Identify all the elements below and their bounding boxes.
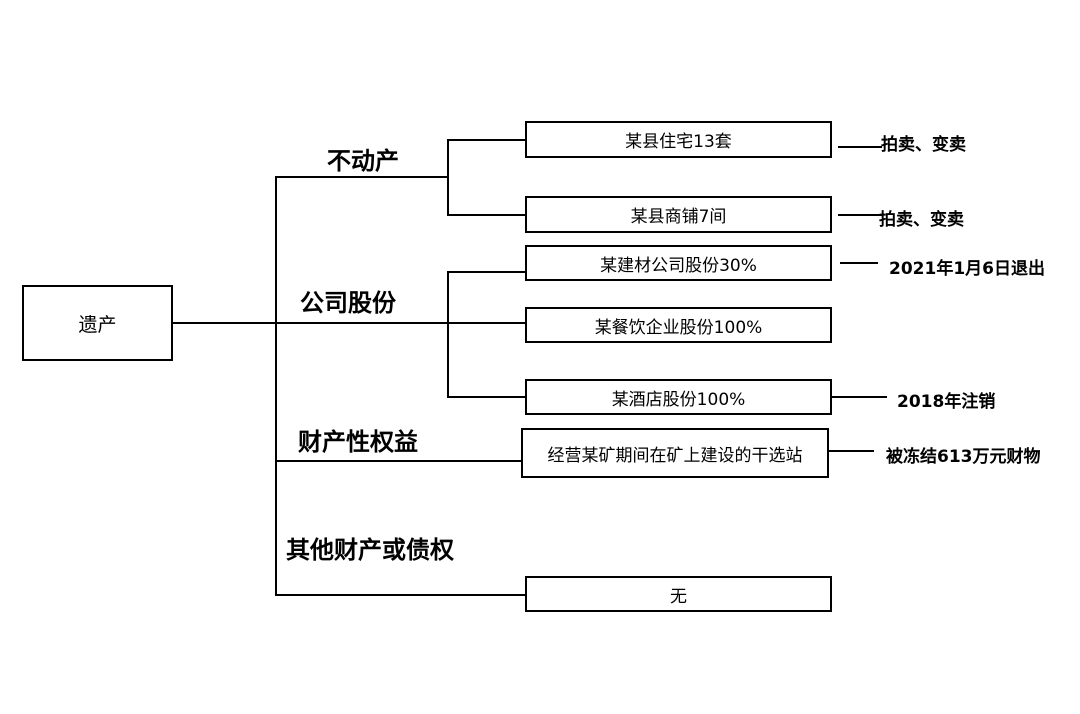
item-hotel: 某酒店股份100% — [525, 379, 832, 415]
root-node: 遗产 — [22, 285, 173, 361]
category-real-estate: 不动产 — [327, 147, 399, 175]
root-label: 遗产 — [78, 313, 117, 336]
branch-real-estate — [275, 176, 448, 178]
note-line-mine-station — [828, 450, 874, 452]
category-other: 其他财产或债权 — [286, 536, 454, 564]
category-shares: 公司股份 — [300, 289, 396, 317]
item-mine-station: 经营某矿期间在矿上建设的干选站 — [521, 428, 829, 478]
branch-property-rights — [275, 460, 523, 462]
item-none-label: 无 — [670, 586, 687, 607]
item-shops-label: 某县商铺7间 — [630, 207, 727, 227]
branch-other — [275, 594, 526, 596]
item-catering-label: 某餐饮企业股份100% — [594, 317, 763, 338]
item-shops: 某县商铺7间 — [525, 196, 832, 233]
connector-hotel — [447, 396, 526, 398]
note-mine-station: 被冻结613万元财物 — [886, 447, 1041, 467]
note-line-shops — [838, 214, 882, 216]
item-hotel-label: 某酒店股份100% — [611, 389, 746, 410]
connector-shops — [447, 214, 526, 216]
shares-spine — [447, 271, 449, 397]
note-line-hotel — [831, 396, 887, 398]
item-mine-station-label: 经营某矿期间在矿上建设的干选站 — [547, 445, 803, 466]
note-building-material: 2021年1月6日退出 — [889, 259, 1045, 279]
root-connector — [172, 322, 526, 324]
real-estate-spine — [447, 139, 449, 215]
item-building-material-label: 某建材公司股份30% — [600, 255, 757, 276]
item-catering: 某餐饮企业股份100% — [525, 307, 832, 343]
category-property-rights: 财产性权益 — [298, 428, 418, 456]
item-none: 无 — [525, 576, 832, 612]
note-hotel: 2018年注销 — [897, 392, 996, 412]
note-line-building-material — [840, 262, 878, 264]
main-trunk — [275, 176, 277, 596]
note-shops: 拍卖、变卖 — [879, 210, 964, 230]
item-housing: 某县住宅13套 — [525, 121, 832, 158]
connector-building-material — [447, 271, 526, 273]
note-housing: 拍卖、变卖 — [881, 135, 966, 155]
item-housing-label: 某县住宅13套 — [625, 132, 732, 152]
item-building-material: 某建材公司股份30% — [525, 245, 832, 281]
note-line-housing — [838, 146, 882, 148]
connector-housing — [447, 139, 526, 141]
